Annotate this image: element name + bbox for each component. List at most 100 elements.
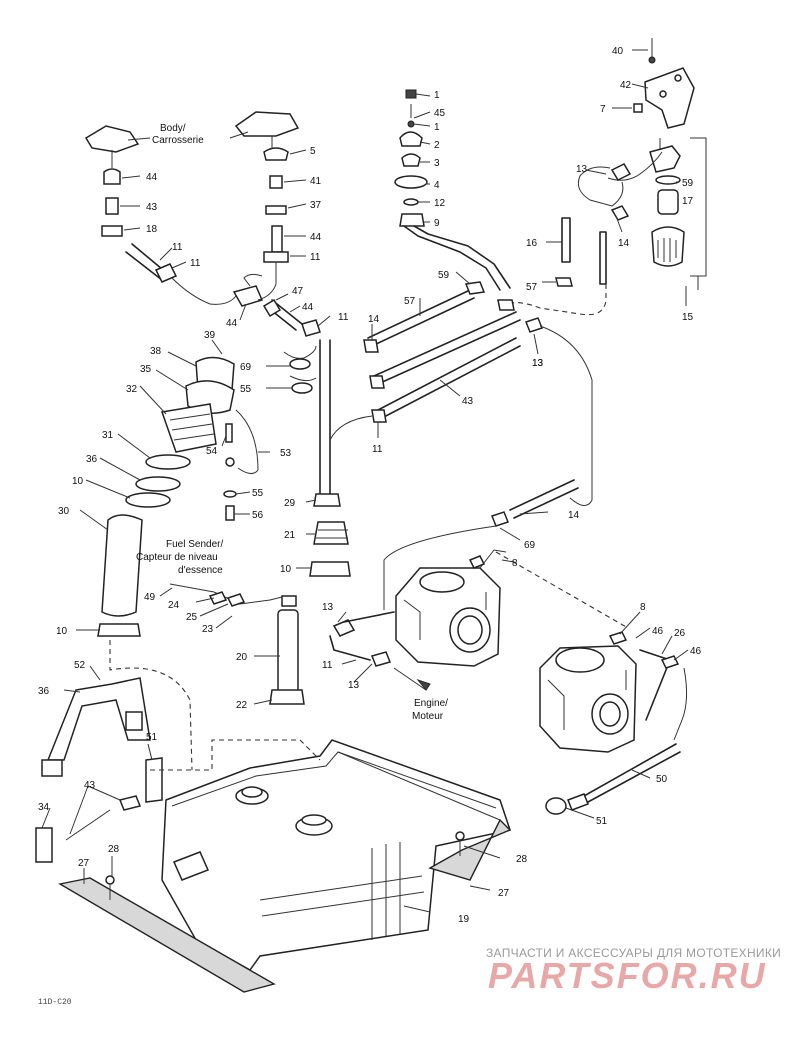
callout-59: 59 <box>438 270 450 281</box>
callout-5: 5 <box>310 146 316 157</box>
callout-2: 2 <box>434 140 440 151</box>
callout-57: 57 <box>526 282 538 293</box>
callout-38: 38 <box>150 346 162 357</box>
hoses-center <box>283 281 593 610</box>
body-fittings-left <box>84 125 264 307</box>
carburetor-front <box>329 549 507 691</box>
label-body: Body/ Carrosserie <box>127 123 249 146</box>
callout-36: 36 <box>86 454 98 465</box>
callout-14: 14 <box>568 510 580 521</box>
vent-hoses <box>505 151 663 316</box>
callout-19: 19 <box>458 914 470 925</box>
callout-13: 13 <box>532 358 544 369</box>
label-engine-line2: Moteur <box>412 711 444 722</box>
callout-25: 25 <box>186 612 198 623</box>
callout-44: 44 <box>226 318 238 329</box>
callout-8: 8 <box>512 558 518 569</box>
callout-28: 28 <box>516 854 528 865</box>
label-body-line2: Carrosserie <box>152 135 204 146</box>
callout-3: 3 <box>434 158 440 169</box>
callout-59: 59 <box>682 178 694 189</box>
vent-bracket-assembly <box>633 38 707 290</box>
callout-30: 30 <box>58 506 70 517</box>
callout-20: 20 <box>236 652 248 663</box>
callout-69: 69 <box>524 540 536 551</box>
callout-12: 12 <box>434 198 446 209</box>
callout-10: 10 <box>56 626 68 637</box>
callout-10: 10 <box>280 564 292 575</box>
tank-brackets <box>35 677 512 993</box>
callout-17: 17 <box>682 196 694 207</box>
callout-43: 43 <box>146 202 158 213</box>
callout-43: 43 <box>84 780 96 791</box>
fuel-tank <box>161 739 511 971</box>
callout-44: 44 <box>146 172 158 183</box>
callout-31: 31 <box>102 430 114 441</box>
label-fuel-sender-line2: Capteur de niveau <box>136 552 218 563</box>
callout-56: 56 <box>252 510 264 521</box>
callout-55: 55 <box>240 384 252 395</box>
callout-14: 14 <box>618 238 630 249</box>
callout-39: 39 <box>204 330 216 341</box>
callout-52: 52 <box>74 660 86 671</box>
callout-24: 24 <box>168 600 180 611</box>
callout-8: 8 <box>640 602 646 613</box>
watermark-tagline: ЗАПЧАСТИ И АКСЕССУАРЫ ДЛЯ МОТОТЕХНИКИ <box>486 946 781 960</box>
callout-27: 27 <box>78 858 90 869</box>
callout-34: 34 <box>38 802 50 813</box>
callout-46: 46 <box>652 626 664 637</box>
carburetor-rear <box>495 551 688 815</box>
callout-22: 22 <box>236 700 248 711</box>
callout-44: 44 <box>310 232 322 243</box>
callout-43: 43 <box>462 396 474 407</box>
callout-numbers: 4042714512341295413744114443181111444744… <box>38 46 702 925</box>
callout-13: 13 <box>576 164 588 175</box>
callout-47: 47 <box>292 286 304 297</box>
label-fuel-sender-line3: d'essence <box>178 565 223 576</box>
callout-13: 13 <box>532 358 544 369</box>
label-engine: Engine/ Moteur <box>412 698 448 722</box>
watermark-logo: PARTSFOR.RU <box>488 955 767 996</box>
callout-40: 40 <box>612 46 624 57</box>
callout-7: 7 <box>600 104 606 115</box>
callout-51: 51 <box>596 816 608 827</box>
callout-37: 37 <box>310 200 322 211</box>
callout-36: 36 <box>38 686 50 697</box>
callout-42: 42 <box>620 80 632 91</box>
body-fittings-center <box>234 111 321 337</box>
callout-28: 28 <box>108 844 120 855</box>
callout-46: 46 <box>690 646 702 657</box>
watermark: ЗАПЧАСТИ И АКСЕССУАРЫ ДЛЯ МОТОТЕХНИКИ PA… <box>486 946 781 996</box>
callout-55: 55 <box>252 488 264 499</box>
callout-44: 44 <box>302 302 314 313</box>
callout-51: 51 <box>146 732 158 743</box>
callout-16: 16 <box>526 238 538 249</box>
callout-69: 69 <box>240 362 252 373</box>
callout-4: 4 <box>434 180 440 191</box>
callout-11: 11 <box>310 252 321 263</box>
callout-21: 21 <box>284 530 296 541</box>
callout-29: 29 <box>284 498 296 509</box>
callout-1: 1 <box>434 122 440 133</box>
label-fuel-sender-line1: Fuel Sender/ <box>166 539 223 550</box>
label-engine-line1: Engine/ <box>414 698 448 709</box>
callout-54: 54 <box>206 446 218 457</box>
label-body-line1: Body/ <box>160 123 186 134</box>
leader-lines <box>41 49 689 913</box>
callout-11: 11 <box>372 444 383 455</box>
callout-18: 18 <box>146 224 158 235</box>
fuel-line-to-pickup <box>309 339 373 577</box>
callout-10: 10 <box>72 476 84 487</box>
callout-11: 11 <box>338 312 349 323</box>
label-fuel-sender: Fuel Sender/ Capteur de niveau d'essence <box>136 539 223 576</box>
callout-13: 13 <box>348 680 360 691</box>
callout-32: 32 <box>126 384 138 395</box>
callout-1: 1 <box>434 90 440 101</box>
callout-14: 14 <box>368 314 380 325</box>
callout-35: 35 <box>140 364 152 375</box>
filler-neck-assembly <box>97 356 259 771</box>
callout-27: 27 <box>498 888 510 899</box>
fuel-sender <box>169 583 305 705</box>
callout-9: 9 <box>434 218 440 229</box>
